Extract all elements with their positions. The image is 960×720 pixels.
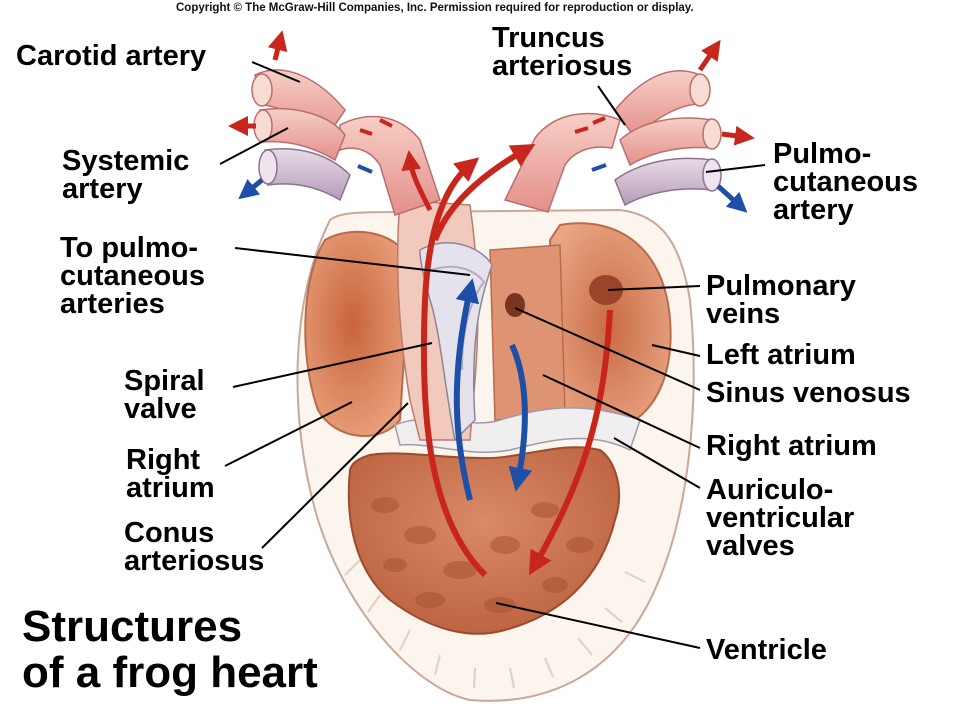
label-to-pulmocutaneous-arteries: To pulmo- cutaneous arteries [60, 232, 206, 320]
label-conus-arteriosus: Conus arteriosus [124, 517, 265, 577]
ventricle-trabeculae [371, 497, 594, 613]
oxygenated-flow-branch [432, 144, 536, 242]
diagram-title: Structures of a frog heart [22, 602, 318, 697]
pulmonary-vein-opening [589, 275, 623, 305]
right-truncus-trunk [503, 112, 621, 213]
label-auriculoventricular-valves: Auriculo- ventricular valves [706, 474, 855, 562]
label-right-atrium-right: Right atrium [706, 430, 877, 462]
right-atrium-chamber [304, 230, 412, 437]
label-pulmonary-veins: Pulmonary veins [706, 270, 856, 330]
label-systemic-artery: Systemic artery [62, 145, 190, 205]
sinus-venosus-opening [505, 293, 525, 317]
label-left-atrium: Left atrium [706, 339, 856, 371]
ventricle-wall-texture [344, 559, 646, 689]
label-right-atrium-left: Right atrium [126, 444, 215, 504]
deoxygenated-flow-to-pulmo [453, 278, 480, 501]
label-ventricle: Ventricle [706, 634, 827, 666]
leader-lines [219, 61, 766, 649]
systemic-artery-vessel [259, 108, 346, 162]
pulmonary-vein-flow [528, 309, 613, 576]
label-truncus-arteriosus: Truncus arteriosus [492, 22, 633, 82]
copyright-notice: Copyright © The McGraw-Hill Companies, I… [176, 2, 694, 14]
right-pulmocutaneous-vessel [614, 157, 713, 207]
label-pulmocutaneous-artery: Pulmo- cutaneous artery [773, 138, 919, 226]
right-systemic-vessel [619, 117, 713, 167]
left-truncus-trunk [339, 115, 441, 216]
sinus-venosus-flow [508, 343, 533, 492]
oxygenated-flow-main [420, 157, 488, 578]
left-pulmocutaneous-vessel [264, 148, 351, 202]
sinus-venosus-wall [489, 244, 566, 421]
label-carotid-artery: Carotid artery [16, 40, 207, 72]
label-spiral-valve: Spiral valve [124, 365, 205, 425]
label-sinus-venosus: Sinus venosus [706, 377, 911, 409]
